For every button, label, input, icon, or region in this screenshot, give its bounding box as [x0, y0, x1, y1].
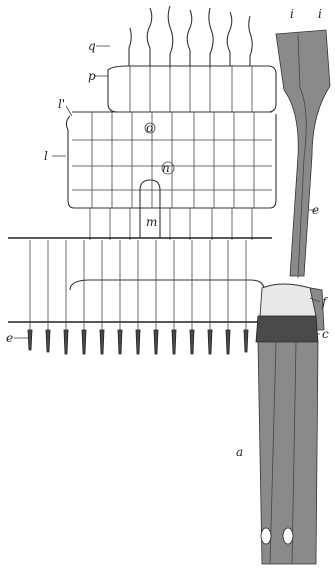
label-q: q: [88, 39, 96, 53]
label-o: o: [146, 121, 153, 135]
label-a: a: [236, 445, 243, 459]
cone-layer: [90, 180, 252, 240]
label-e-left: e: [6, 331, 13, 345]
label-m: m: [146, 215, 157, 229]
label-i-left: i: [290, 7, 294, 21]
label-l: l: [44, 149, 48, 163]
top-fibres: [129, 6, 252, 68]
label-i-right: i: [318, 7, 322, 21]
fibre-bundle: [256, 30, 330, 564]
rod-fibres: [28, 240, 264, 354]
label-l-prime: l': [58, 97, 65, 111]
label-c: c: [322, 327, 329, 341]
label-f: f: [321, 295, 329, 309]
cell-mesh: [66, 112, 276, 208]
label-n: n: [162, 161, 170, 175]
upper-cell-layer: [108, 66, 276, 112]
